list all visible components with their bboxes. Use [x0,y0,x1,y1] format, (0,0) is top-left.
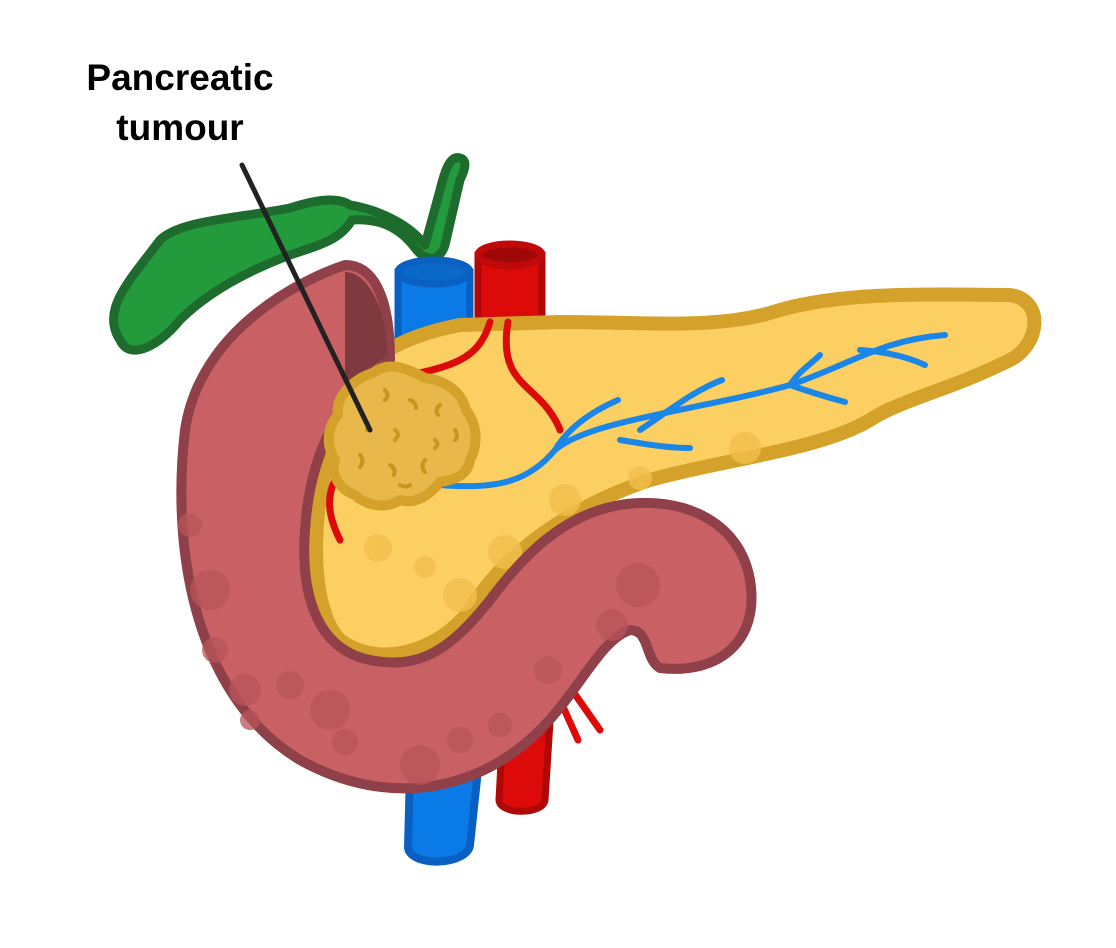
pancreatic-tumour [323,361,481,511]
inferior-vein [403,766,483,866]
pancreas [309,287,1042,662]
duodenum [176,260,757,794]
label-line-2: tumour [116,107,243,148]
pancreatic-arteries [326,318,564,544]
label-line-1: Pancreatic [86,57,273,98]
gallbladder [109,153,470,355]
label-leader-line [239,162,373,433]
pancreatic-duct [437,332,948,490]
